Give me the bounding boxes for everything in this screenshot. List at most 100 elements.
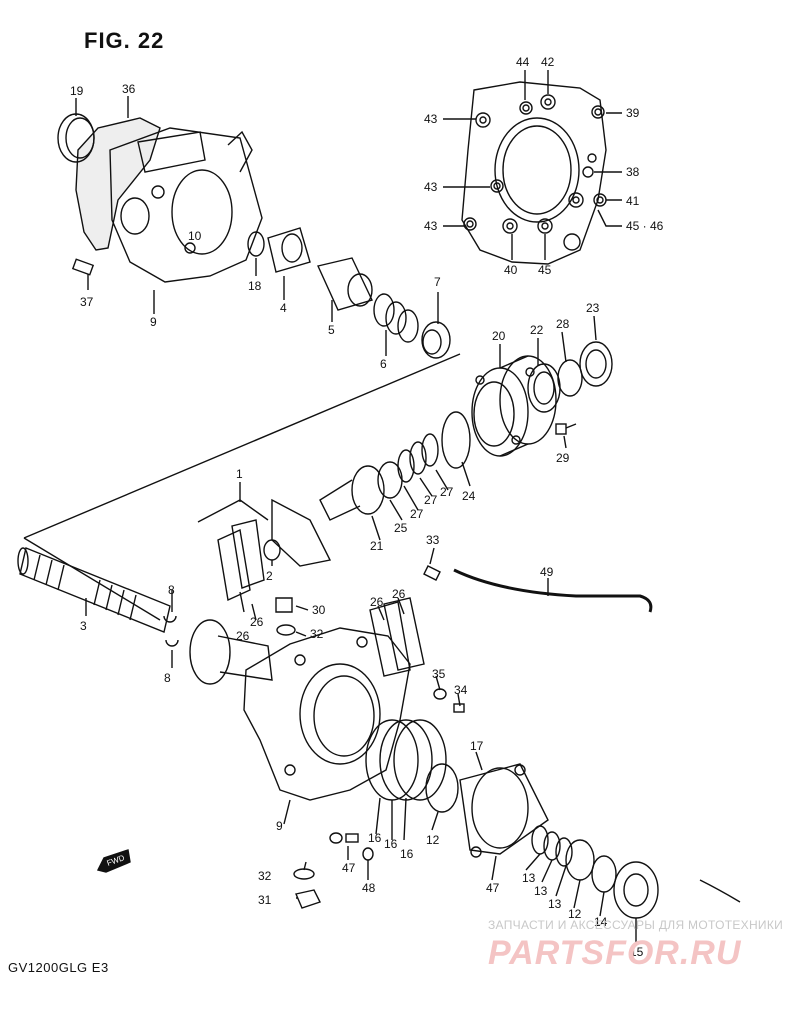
callout: 1 — [236, 467, 243, 481]
callout: 9 — [150, 315, 157, 329]
callout: 32 — [258, 869, 272, 883]
callout: 21 — [370, 539, 384, 553]
pinion-21 — [271, 465, 385, 567]
callout: 29 — [556, 451, 570, 465]
callout: 14 — [594, 915, 608, 929]
callout: 19 — [70, 84, 84, 98]
callout: 15 — [630, 945, 644, 959]
shaft-3 — [17, 547, 171, 633]
gear-pinion — [189, 619, 273, 685]
callout-labels: 19 36 10 37 9 18 4 5 6 7 44 42 43 39 38 … — [70, 55, 664, 959]
callout: 27 — [440, 485, 454, 499]
callout: 40 — [504, 263, 518, 277]
callout: 16 — [384, 837, 398, 851]
callout: 26 — [370, 595, 384, 609]
callout: 28 — [556, 317, 570, 331]
bearing-25 — [377, 461, 403, 499]
callout: 23 — [586, 301, 600, 315]
callout: 26 — [236, 629, 250, 643]
shims-26-left — [217, 519, 265, 602]
callout: 41 — [626, 194, 640, 208]
callout: 43 — [424, 180, 438, 194]
callout: 25 — [394, 521, 408, 535]
spring-6 — [373, 293, 419, 343]
callout: 17 — [470, 739, 484, 753]
coupling-4 — [267, 227, 311, 273]
figure-title: FIG. 22 — [84, 28, 165, 53]
callout: 20 — [492, 329, 506, 343]
bearing-housing-20 — [471, 355, 557, 457]
callout: 3 — [80, 619, 87, 633]
callout: 2 — [266, 569, 273, 583]
bolt-29 — [555, 423, 577, 435]
bolt-30 — [275, 597, 293, 613]
leader-line-lower — [23, 537, 161, 621]
fwd-arrow — [96, 849, 131, 873]
callout: 5 — [328, 323, 335, 337]
callout: 32 — [310, 627, 324, 641]
hose-49 — [453, 568, 653, 613]
clip-8b — [165, 639, 179, 647]
callout: 8 — [168, 583, 175, 597]
bush-2 — [263, 539, 281, 561]
bracket-1 — [197, 499, 269, 523]
callout: 22 — [530, 323, 544, 337]
callout: 48 — [362, 881, 376, 895]
callout: 6 — [380, 357, 387, 371]
pin-37 — [71, 258, 95, 276]
callout: 12 — [426, 833, 440, 847]
callout: 10 — [188, 229, 202, 243]
callout: 9 — [276, 819, 283, 833]
callout: 35 — [432, 667, 446, 681]
shims-26-right — [369, 597, 425, 677]
housing-9-upper — [109, 127, 263, 283]
callout: 37 — [80, 295, 94, 309]
watermark-logo: PARTSFOR.RU — [488, 934, 742, 972]
callout: 24 — [462, 489, 476, 503]
shims-27 — [397, 433, 439, 483]
callout: 44 — [516, 55, 530, 69]
ring-28 — [557, 359, 583, 397]
model-code: GV1200GLG E3 — [8, 960, 109, 975]
o-ring-24 — [441, 411, 471, 469]
callout: 47 — [486, 881, 500, 895]
seal-14 — [591, 855, 617, 893]
callout: 18 — [248, 279, 262, 293]
case-17 — [459, 763, 549, 858]
clip-8a — [163, 615, 177, 623]
bolt-34 — [453, 703, 465, 713]
housing-9-lower — [243, 627, 411, 801]
callout: 47 — [342, 861, 356, 875]
callout: 12 — [568, 907, 582, 921]
gasket-view — [461, 81, 607, 265]
cup-7 — [421, 321, 451, 359]
callout: 26 — [250, 615, 264, 629]
watermark-tagline: ЗАПЧАСТИ И АКСЕССУАРЫ ДЛЯ МОТОТЕХНИКИ — [488, 918, 784, 932]
washer-35 — [433, 688, 447, 700]
callout: 7 — [434, 275, 441, 289]
shaft-5 — [317, 257, 373, 311]
callout: 31 — [258, 893, 272, 907]
leader-line-upper — [23, 353, 461, 539]
callout: 36 — [122, 82, 136, 96]
callout: 26 — [392, 587, 406, 601]
bearing-12-left — [425, 763, 459, 813]
callout: 27 — [424, 493, 438, 507]
callout: 43 — [424, 219, 438, 233]
ring-18 — [247, 231, 265, 257]
callout: 38 — [626, 165, 640, 179]
callout: 4 — [280, 301, 287, 315]
seal-23 — [579, 341, 613, 387]
callout: 39 — [626, 106, 640, 120]
washer-32-top — [276, 624, 296, 636]
callout: 13 — [522, 871, 536, 885]
callout: 34 — [454, 683, 468, 697]
gasket-36 — [75, 117, 161, 251]
callout: 13 — [548, 897, 562, 911]
callout: 13 — [534, 884, 548, 898]
callout: 49 — [540, 565, 554, 579]
nut-31 — [295, 889, 321, 909]
union-33 — [423, 565, 441, 581]
